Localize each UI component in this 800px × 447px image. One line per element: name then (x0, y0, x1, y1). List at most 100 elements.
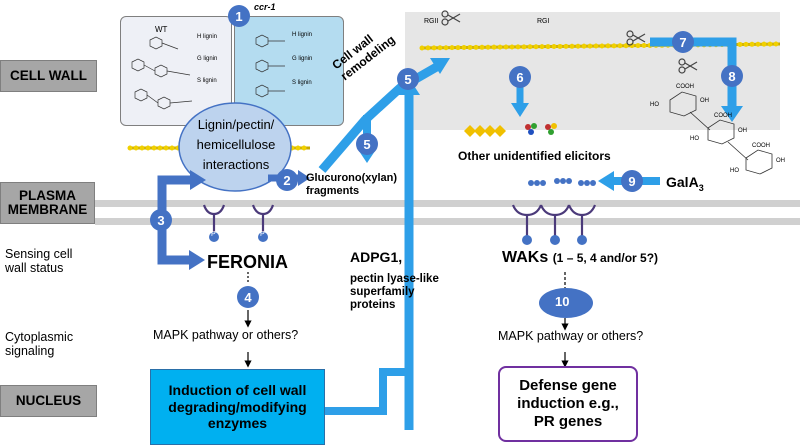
cytoplasmic-label: Cytoplasmic signaling (5, 330, 74, 359)
pectin-lyase-label: pectin lyase-like superfamily proteins (350, 273, 439, 312)
svg-text:HO: HO (650, 102, 659, 108)
chain-bead (737, 41, 743, 47)
chain-bead (593, 43, 599, 49)
chain-bead (635, 43, 641, 49)
wt-h-lignin: H lignin (197, 34, 218, 40)
step-7-marker: 7 (672, 31, 694, 53)
step-5b-marker: 5 (356, 133, 378, 155)
gala3-structure (669, 91, 773, 175)
svg-text:COOH: COOH (714, 113, 732, 119)
chain-bead (133, 145, 139, 151)
chain-bead (617, 43, 623, 49)
chain-bead (623, 43, 629, 49)
step-10-marker: 10 (555, 294, 570, 309)
chain-bead (419, 45, 425, 51)
chain-bead (569, 43, 575, 49)
chain-bead (443, 45, 449, 51)
chain-bead (467, 44, 473, 50)
gala3-dots (528, 178, 596, 186)
chain-bead (563, 43, 569, 49)
adpg1-label: ADPG1, (350, 249, 403, 265)
ccr1-title: ccr-1 (254, 2, 276, 12)
chain-bead (163, 145, 169, 151)
chain-bead (515, 44, 521, 50)
chain-bead (557, 43, 563, 49)
chain-bead (521, 44, 527, 50)
chain-bead (479, 44, 485, 50)
chain-bead (527, 44, 533, 50)
chain-bead (425, 45, 431, 51)
chain-bead (449, 45, 455, 51)
chain-bead (473, 44, 479, 50)
chain-bead (455, 45, 461, 51)
cell-wall-zone (405, 12, 780, 130)
step-5a-marker: 5 (397, 68, 419, 90)
step-10-ellipse (539, 288, 593, 318)
chain-bead (611, 43, 617, 49)
svg-text:COOH: COOH (752, 143, 770, 149)
ccr1-lignin-box (234, 16, 344, 126)
chain-bead (641, 43, 647, 49)
svg-text:OH: OH (776, 158, 785, 164)
ccr1-g-lignin: G lignin (292, 56, 313, 62)
chain-bead (551, 44, 557, 50)
wt-s-lignin: S lignin (197, 78, 217, 84)
chain-bead (169, 145, 175, 151)
step-3-marker: 3 (150, 209, 172, 231)
thin-arrows (244, 272, 569, 368)
wt-g-lignin: G lignin (197, 56, 218, 62)
chain-bead (295, 145, 301, 151)
svg-text:COOH: COOH (676, 84, 694, 90)
rgi-label: RGI (537, 18, 550, 25)
chain-bead (461, 45, 467, 51)
gala3-label: GalA3 (666, 174, 704, 193)
chain-bead (749, 41, 755, 47)
step-6-marker: 6 (509, 66, 531, 88)
membrane-band-lower (95, 218, 800, 225)
chain-bead (599, 43, 605, 49)
chain-bead (431, 45, 437, 51)
sensing-label: Sensing cell wall status (5, 247, 73, 276)
chain-bead (437, 45, 443, 51)
feronia-label: FERONIA (207, 252, 288, 272)
phospho-2 (258, 232, 268, 242)
svg-text:OH: OH (738, 128, 747, 134)
interactions-label: Lignin/pectin/ hemicellulose interaction… (196, 117, 276, 173)
chain-bead (503, 44, 509, 50)
svg-text:HO: HO (690, 136, 699, 142)
chain-bead (497, 44, 503, 50)
plasma-membrane-label: PLASMA MEMBRANE (0, 182, 95, 224)
chain-bead (605, 43, 611, 49)
wak-receptors (511, 204, 597, 236)
chain-bead (151, 145, 157, 151)
chain-bead (139, 145, 145, 151)
step-2-marker: 2 (276, 169, 298, 191)
waks-label: WAKs (1 – 5, 4 and/or 5?) (502, 249, 659, 266)
chain-bead (755, 41, 761, 47)
chain-bead (491, 44, 497, 50)
chain-bead (587, 43, 593, 49)
phospho-label-1: P (211, 231, 216, 238)
ccr1-s-lignin: S lignin (292, 80, 312, 86)
defense-box: Defense gene induction e.g., PR genes (498, 366, 638, 442)
rgii-label: RGII (424, 18, 439, 25)
chain-bead (581, 43, 587, 49)
chain-bead (773, 41, 779, 47)
chain-bead (575, 43, 581, 49)
nucleus-label: NUCLEUS (0, 385, 97, 417)
glucurono-label: Glucurono(xylan) fragments (306, 172, 398, 197)
mapk-right-label: MAPK pathway or others? (498, 329, 644, 343)
phospho-label-2: P (260, 231, 265, 238)
feronia-receptors (202, 204, 275, 232)
mapk-left-label: MAPK pathway or others? (153, 328, 299, 342)
wt-title: WT (155, 25, 168, 34)
scissors-icon (441, 10, 698, 74)
elicitor-shapes (464, 123, 557, 137)
chain-bead (743, 41, 749, 47)
chain-bead (485, 44, 491, 50)
other-elicitors-label: Other unidentified elicitors (458, 149, 611, 163)
ccr1-h-lignin: H lignin (292, 32, 313, 38)
chain-bead (761, 41, 767, 47)
membrane-band-upper (95, 200, 800, 207)
